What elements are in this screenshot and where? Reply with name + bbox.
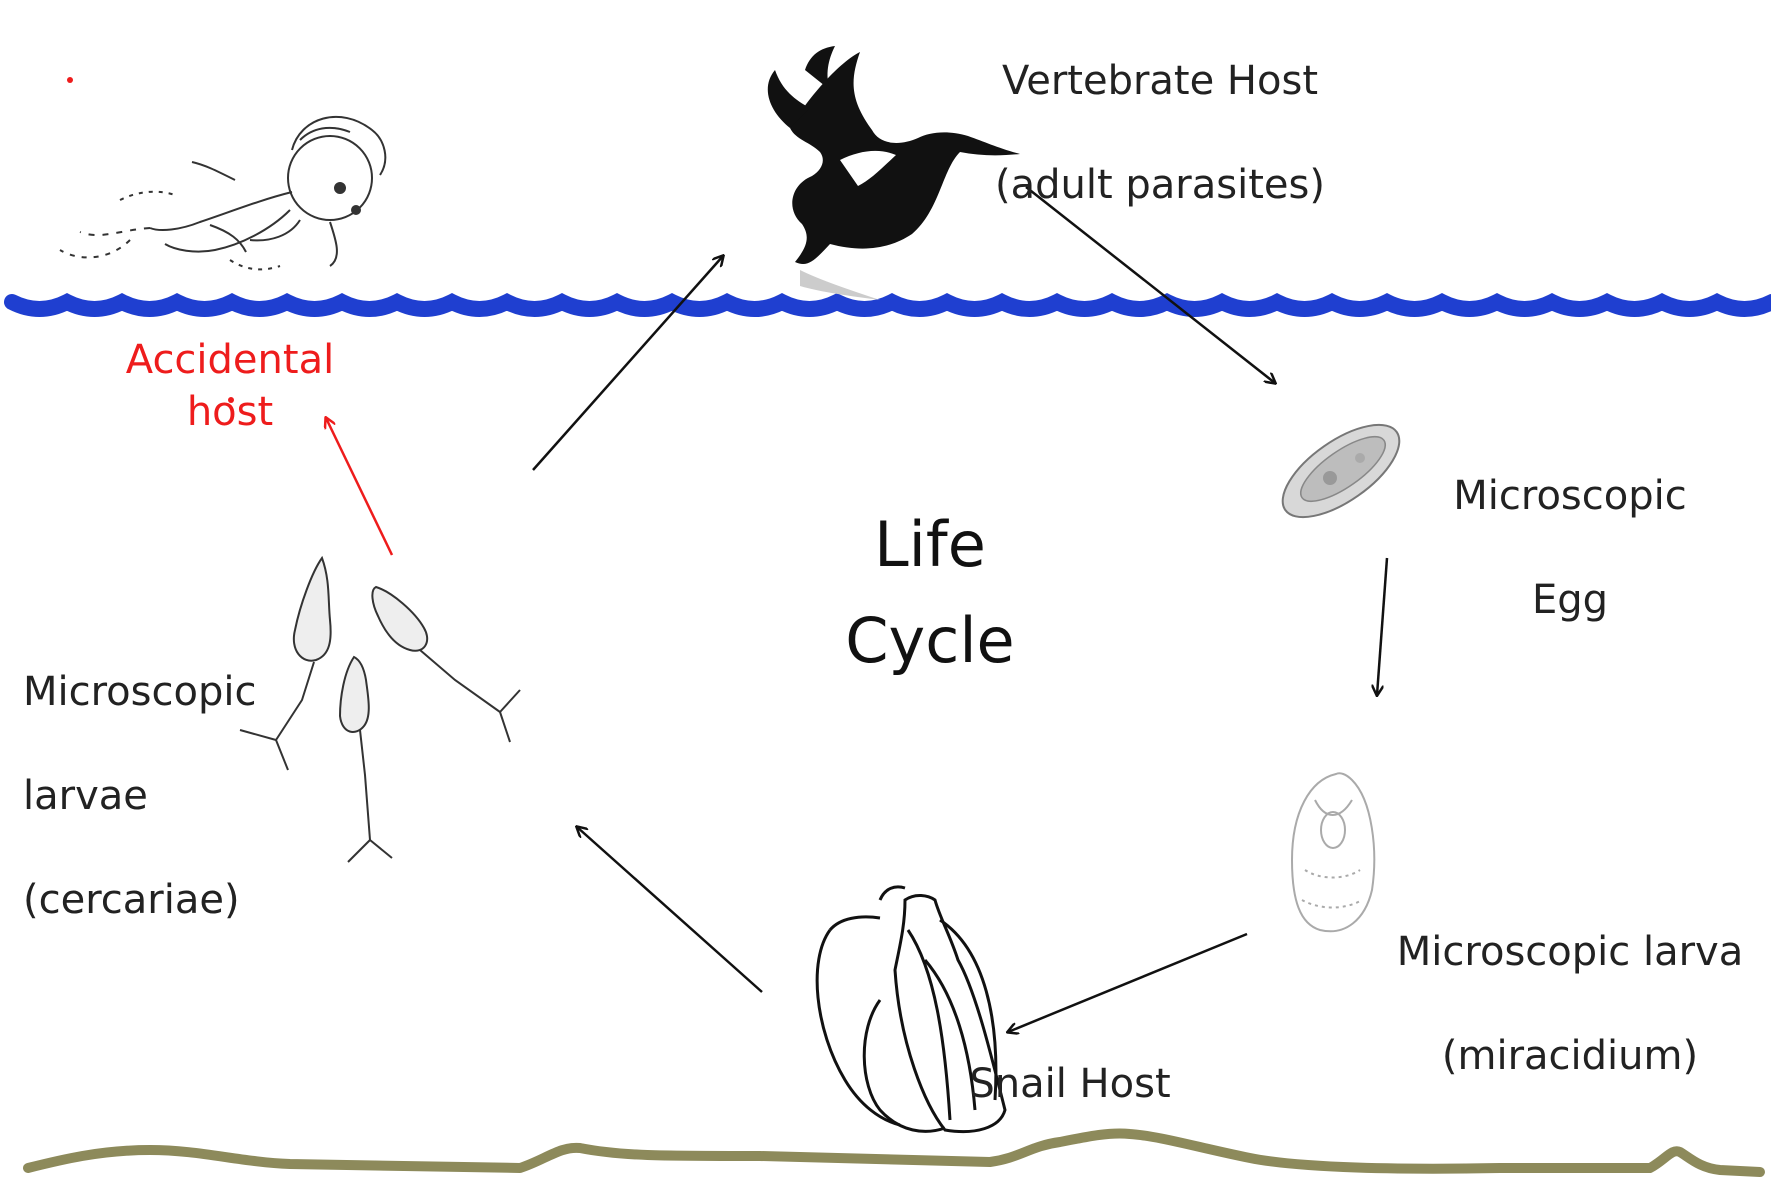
cercariae-line3: (cercariae) xyxy=(23,874,283,926)
vertebrate-host-label: Vertebrate Host (adult parasites) xyxy=(960,3,1360,263)
egg-label: Microscopic Egg xyxy=(1420,418,1720,678)
egg-line2: Egg xyxy=(1420,574,1720,626)
cercariae-label: Microscopic larvae (cercariae) xyxy=(23,614,283,978)
arrow-cercariae-to-vertebrate xyxy=(533,256,723,470)
snail-host-label: Snail Host xyxy=(960,1058,1180,1110)
arrow-snail-to-cercariae xyxy=(577,827,762,992)
cercariae-line2: larvae xyxy=(23,770,283,822)
parasite-egg-icon xyxy=(1268,407,1414,534)
egg-line1: Microscopic xyxy=(1420,470,1720,522)
red-dot-marker xyxy=(67,77,73,83)
arrow-egg-to-miracidium xyxy=(1377,558,1387,695)
water-surface xyxy=(12,302,1771,309)
swimming-child-icon xyxy=(60,117,385,269)
vertebrate-host-line1: Vertebrate Host xyxy=(960,55,1360,107)
miracidium-larva-icon xyxy=(1292,773,1374,931)
arrow-cercariae-to-accidental-host xyxy=(326,418,392,555)
arrow-miracidium-to-snail xyxy=(1008,934,1247,1032)
cercariae-line1: Microscopic xyxy=(23,666,283,718)
miracidium-line1: Microscopic larva xyxy=(1380,926,1760,978)
sediment-bottom xyxy=(28,1133,1760,1172)
center-title: Life Cycle xyxy=(790,497,1070,689)
accidental-host-label: Accidental host xyxy=(80,334,380,438)
miracidium-line2: (miracidium) xyxy=(1380,1030,1760,1082)
center-title-line1: Life xyxy=(790,497,1070,593)
vertebrate-host-line2: (adult parasites) xyxy=(960,159,1360,211)
center-title-line2: Cycle xyxy=(790,593,1070,689)
miracidium-label: Microscopic larva (miracidium) xyxy=(1380,874,1760,1134)
